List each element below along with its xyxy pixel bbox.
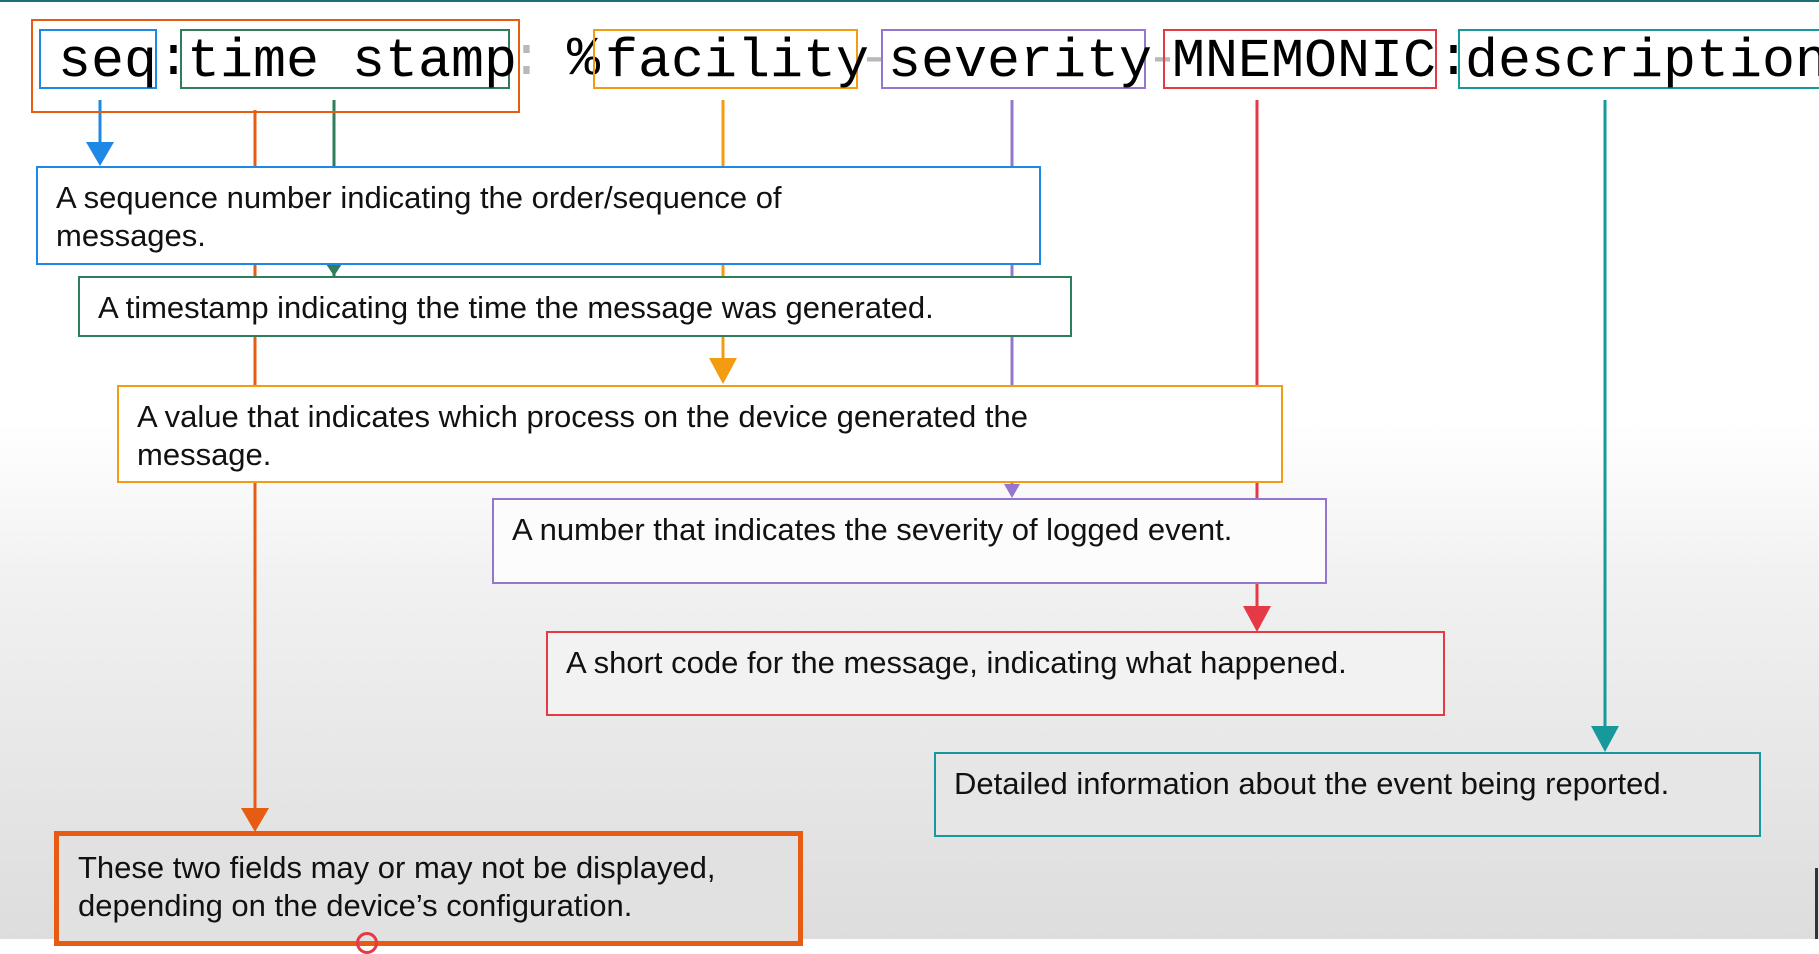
description-detail-box: Detailed information about the event bei… — [934, 752, 1761, 837]
scrollbar-edge — [1815, 868, 1818, 939]
seq-description-box: A sequence number indicating the order/s… — [36, 166, 1041, 265]
timestamp-description-box: A timestamp indicating the time the mess… — [78, 276, 1072, 337]
top-border-line — [0, 0, 1819, 2]
field-facility: facility — [593, 29, 869, 93]
description-arrowhead — [1591, 726, 1619, 752]
severity-arrowhead — [1004, 484, 1020, 498]
optional-fields-bracket — [31, 19, 520, 113]
optional-fields-note-box: These two fields may or may not be displ… — [54, 831, 803, 946]
mnemonic-description-box: A short code for the message, indicating… — [546, 631, 1445, 716]
pointer-dot — [356, 932, 378, 954]
timestamp-arrowhead — [326, 264, 342, 276]
separator-colon: : — [1437, 28, 1471, 91]
facility-arrowhead — [709, 358, 737, 384]
mnemonic-arrowhead — [1243, 606, 1271, 632]
separator-colon: : — [157, 28, 191, 91]
optional-group-arrowhead — [241, 808, 269, 832]
severity-description-box: A number that indicates the severity of … — [492, 498, 1327, 584]
field-time-stamp: time stamp — [180, 29, 517, 93]
field-mnemonic: MNEMONIC — [1163, 29, 1437, 93]
field-seq: seq — [39, 29, 157, 93]
separator-colon-faint: : — [510, 28, 544, 91]
seq-arrowhead — [86, 142, 114, 166]
facility-description-box: A value that indicates which process on … — [117, 385, 1283, 483]
field-severity: severity — [881, 29, 1152, 93]
separator-dash: - — [858, 28, 892, 91]
separator-dash: - — [1146, 28, 1180, 91]
field-description: description — [1458, 29, 1819, 93]
